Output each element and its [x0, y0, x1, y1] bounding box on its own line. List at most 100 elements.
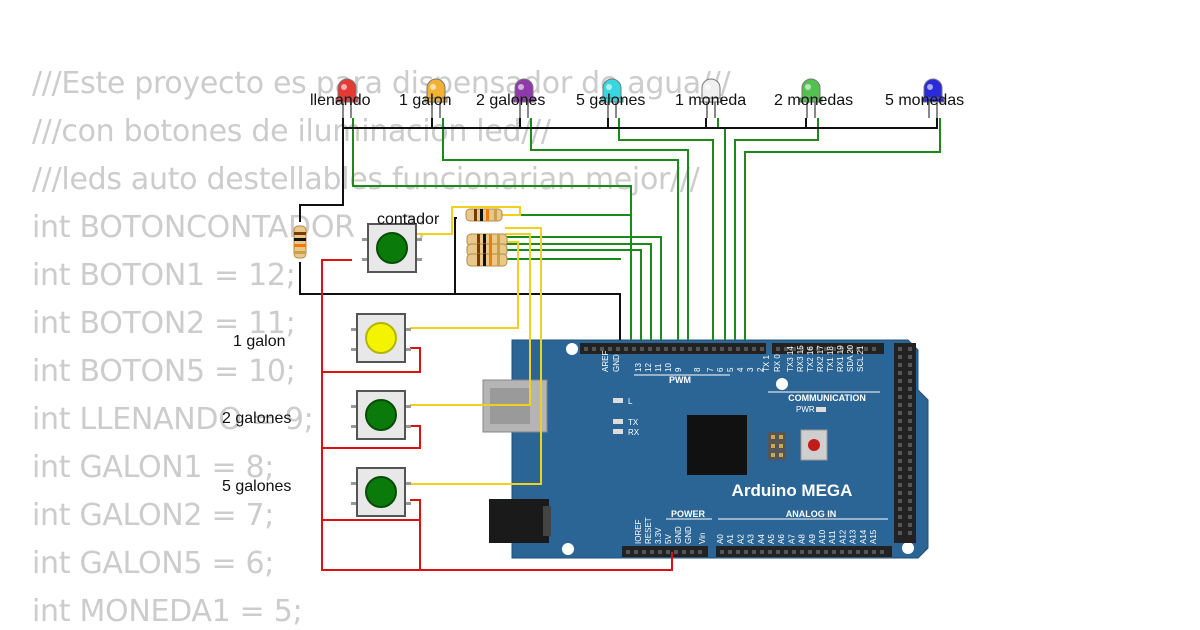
pwr-label: PWR — [796, 405, 815, 414]
pin-label: Vin — [698, 533, 707, 544]
wire-button-2 — [505, 243, 652, 340]
button-contador[interactable] — [362, 223, 422, 273]
button-cap — [376, 232, 408, 264]
wire-llenando — [352, 118, 632, 340]
pin-label: 7 — [706, 367, 715, 372]
pin-label: RX1 19 — [836, 345, 845, 372]
pin-label: 10 — [664, 363, 673, 372]
pin-label: 2 — [756, 367, 765, 372]
pwr-led — [816, 407, 826, 412]
microcontroller-chip — [687, 415, 747, 475]
button-cap — [365, 322, 397, 354]
led-label-2-monedas: 2 monedas — [774, 92, 853, 109]
push-buttons — [351, 223, 422, 517]
button-cap — [365, 399, 397, 431]
pin-label: 12 — [644, 363, 653, 372]
resistor-gnd — [293, 225, 307, 259]
pin-label: A8 — [798, 534, 807, 544]
wire-1-moneda — [717, 118, 726, 340]
rx-led — [613, 429, 623, 434]
pin-label: A13 — [849, 529, 858, 544]
pin-label: A4 — [757, 534, 766, 544]
button-cap — [365, 476, 397, 508]
wire-2-galones — [530, 118, 689, 340]
pin-label: 11 — [654, 363, 663, 372]
power-label: POWER — [671, 509, 706, 519]
pin-label: 6 — [716, 367, 725, 372]
pin-label: RX2 17 — [816, 345, 825, 372]
led-llenando — [335, 78, 359, 118]
code-line: int GALON2 = 7; — [32, 498, 275, 533]
button-2-galones[interactable] — [351, 390, 411, 440]
rx-label: RX — [628, 428, 640, 437]
pin-label: A15 — [869, 529, 878, 544]
led-5-monedas — [921, 78, 945, 118]
pin-label: A7 — [787, 534, 796, 544]
code-line: int MONEDA1 = 5; — [32, 594, 303, 629]
led-2-monedas — [799, 78, 823, 118]
button-1-galon[interactable] — [351, 313, 411, 363]
pin-label: AREF — [601, 351, 610, 372]
pin-label: RESET — [644, 517, 653, 544]
power-header — [622, 546, 708, 557]
pin-label: 5V — [664, 534, 673, 544]
button-5-galones[interactable] — [351, 467, 411, 517]
wire-5-galones — [618, 118, 714, 340]
code-line: ///leds auto destellables funcionarian m… — [32, 162, 700, 197]
code-line: int GALON1 = 8; — [32, 450, 275, 485]
button-label-1-galon: 1 galon — [233, 333, 286, 350]
tx-led — [613, 419, 623, 424]
pin-label: SCL 21 — [856, 345, 865, 372]
pin-label: TX2 16 — [806, 346, 815, 372]
button-label-contador: contador — [377, 211, 440, 228]
pin-label: TX 1 — [762, 355, 771, 372]
pin-label: A10 — [818, 529, 827, 544]
led-1-moneda — [699, 78, 723, 118]
pin-label: RX3 15 — [796, 345, 805, 372]
code-line: int BOTON2 = 11; — [32, 306, 296, 341]
pin-label: RX 0 — [773, 354, 782, 372]
pin-label: 3 — [746, 367, 755, 372]
pin-label: A2 — [736, 534, 745, 544]
power-jack — [489, 499, 549, 543]
code-line: int LLENANDO = 9; — [32, 402, 314, 437]
wire-button-3 — [505, 249, 642, 340]
pin-label: SDA 20 — [846, 344, 855, 372]
resistor — [465, 208, 503, 222]
wire-gnd-resistor — [299, 128, 344, 222]
pin-label: A12 — [838, 529, 847, 544]
pin-label: GND — [674, 526, 683, 544]
icsp-header — [768, 432, 786, 460]
wires — [299, 118, 941, 571]
pin-label: TX1 18 — [826, 346, 835, 372]
led-5-galones — [600, 78, 624, 118]
led-2-galones — [512, 78, 536, 118]
pin-label: A1 — [726, 534, 735, 544]
pin-label: 13 — [634, 363, 643, 372]
pin-label: A5 — [767, 534, 776, 544]
pin-label: A6 — [777, 534, 786, 544]
resistor — [466, 243, 508, 257]
led-label-2-galones: 2 galones — [476, 92, 545, 109]
pin-label: A0 — [716, 534, 725, 544]
pin-label: IOREF — [634, 519, 643, 544]
resistor — [466, 233, 508, 247]
pin-label: 5 — [726, 367, 735, 372]
led-label-5-monedas: 5 monedas — [885, 92, 964, 109]
button-label-5-galones: 5 galones — [222, 478, 291, 495]
resistor — [466, 253, 508, 267]
analog-in-label: ANALOG IN — [786, 509, 837, 519]
mount-hole — [566, 343, 578, 355]
mount-hole — [776, 378, 788, 390]
pin-label: A14 — [859, 529, 868, 544]
led-row — [335, 78, 945, 118]
code-line: int GALON5 = 6; — [32, 546, 275, 581]
tx-label: TX — [628, 418, 639, 427]
wire-gnd-board — [299, 262, 621, 340]
board-name: Arduino MEGA — [732, 481, 853, 500]
led-label-5-galones: 5 galones — [576, 92, 645, 109]
mount-hole — [902, 542, 914, 554]
mount-hole — [562, 543, 574, 555]
